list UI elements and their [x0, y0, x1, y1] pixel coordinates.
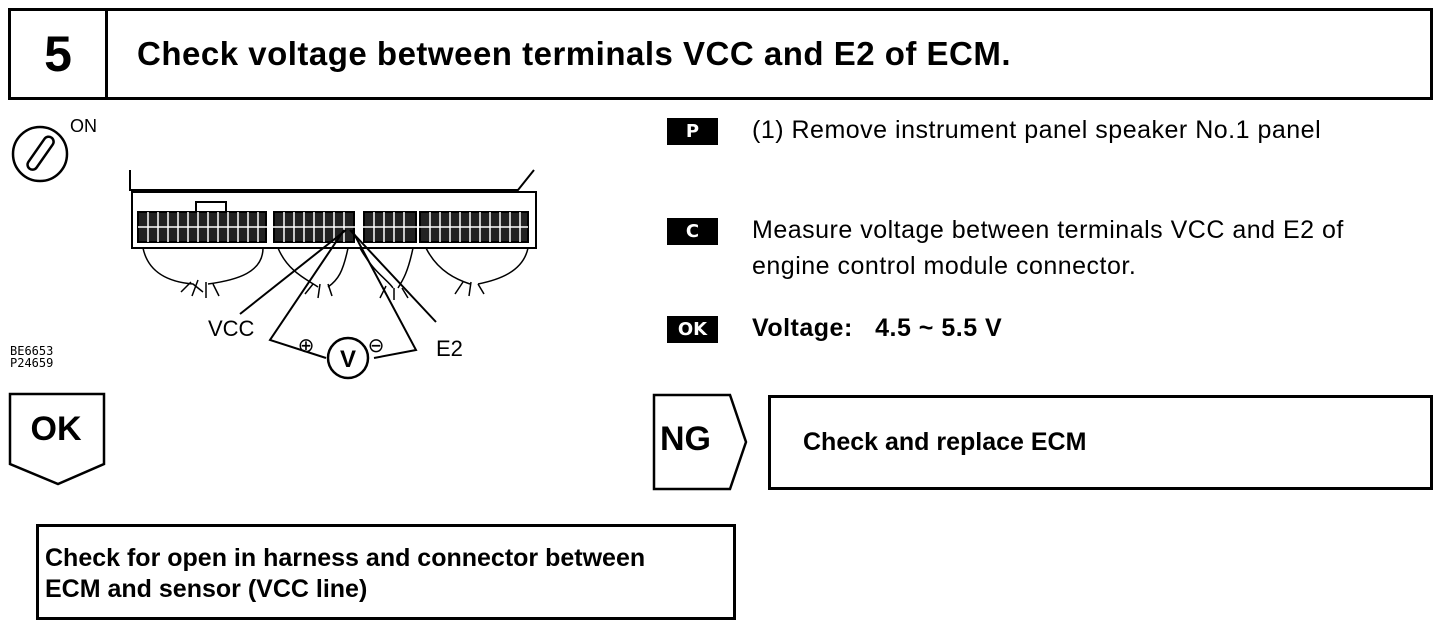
- voltmeter-label: V: [340, 346, 356, 373]
- ng-result-box: Check and replace ECM: [768, 395, 1433, 490]
- ok-result-box: Check for open in harness and connector …: [36, 524, 736, 620]
- instruction-text-c: Measure voltage between terminals VCC an…: [752, 216, 1344, 244]
- ng-result-text: Check and replace ECM: [803, 428, 1087, 456]
- ecm-connector-diagram: ON: [11, 116, 537, 380]
- ng-branch-label: NG: [660, 420, 711, 458]
- instruction-text-c-line2: engine control module connector.: [752, 252, 1137, 280]
- voltage-spec: Voltage: 4.5 ~ 5.5 V: [752, 314, 1003, 342]
- e2-terminal-label: E2: [436, 336, 463, 361]
- ok-branch-arrow: [8, 392, 106, 486]
- figure-id: P24659: [10, 356, 54, 370]
- voltmeter-icon: V ⊕ ⊖: [298, 333, 385, 380]
- minus-terminal-icon: ⊖: [368, 333, 385, 357]
- ok-branch-label: OK: [30, 410, 82, 448]
- ignition-switch-icon: [11, 125, 69, 183]
- instruction-text-p: (1) Remove instrument panel speaker No.1…: [752, 116, 1322, 144]
- vcc-terminal-label: VCC: [208, 316, 255, 341]
- ok-result-text-line2: ECM and sensor (VCC line): [45, 575, 368, 603]
- ok-result-text: Check for open in harness and connector …: [45, 544, 646, 572]
- figure-id: BE6653: [10, 344, 54, 358]
- step-number: 5: [11, 11, 108, 97]
- instruction-badge-c: C: [667, 218, 718, 245]
- ecm-connector-icon: [129, 169, 537, 249]
- instruction-badge-p: P: [667, 118, 718, 145]
- step-title: Check voltage between terminals VCC and …: [137, 35, 1012, 72]
- instruction-badge-ok: OK: [667, 316, 718, 343]
- ignition-on-label: ON: [70, 116, 97, 136]
- figure-ids: BE6653 P24659: [10, 345, 53, 369]
- ng-branch-arrow: [652, 393, 748, 491]
- step-header: 5 Check voltage between terminals VCC an…: [8, 8, 1433, 100]
- plus-terminal-icon: ⊕: [298, 333, 315, 357]
